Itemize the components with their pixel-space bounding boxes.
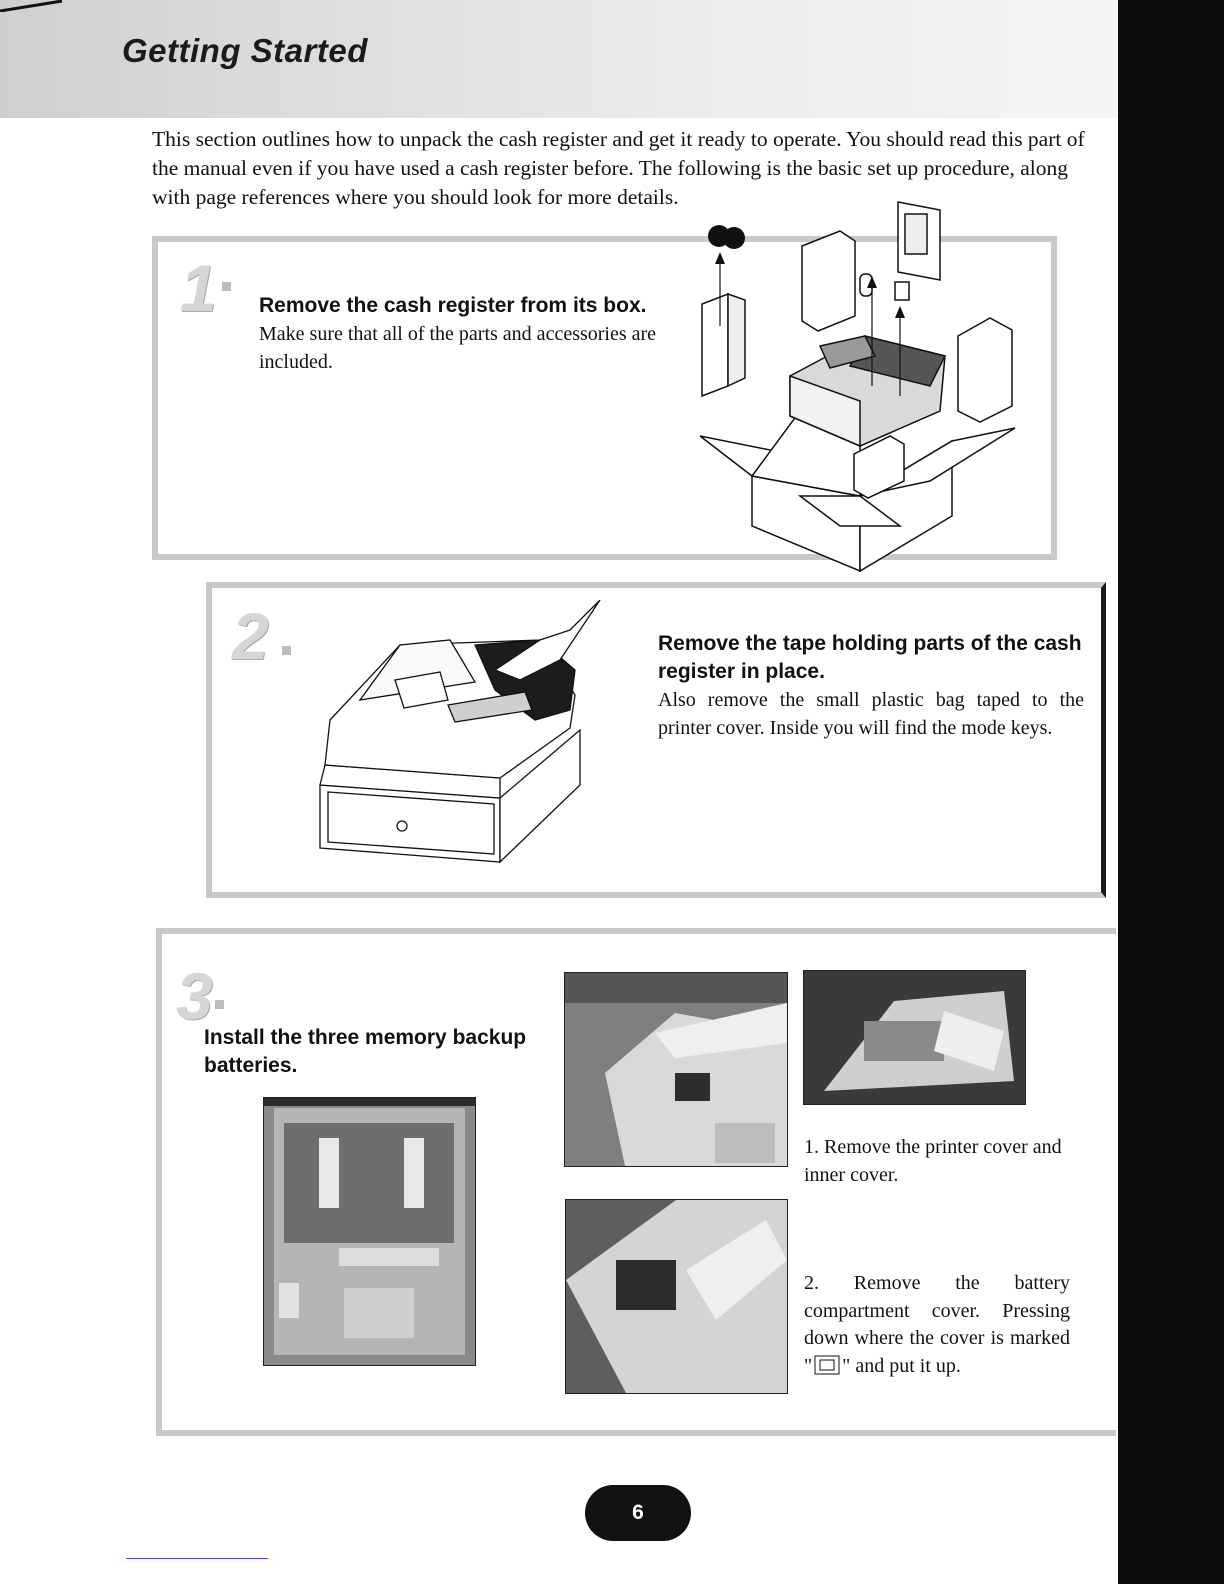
header-band xyxy=(0,0,1118,118)
intro-paragraph: This section outlines how to unpack the … xyxy=(152,127,1085,209)
cash-register-illustration xyxy=(319,600,601,864)
battery-cover-photo xyxy=(565,1199,788,1394)
caption-2: 2. Remove the battery compartment cover.… xyxy=(804,1270,1070,1380)
unpacking-illustration xyxy=(699,201,1016,573)
printer-cover-photo xyxy=(564,972,788,1167)
page-edge-shadow xyxy=(1118,0,1224,1584)
step-2-number: 2 xyxy=(232,599,269,673)
step-3-heading: Install the three memory backup batterie… xyxy=(204,1026,527,1077)
cover-mark-icon xyxy=(812,1354,842,1376)
step-2-heading: Remove the tape holding parts of the cas… xyxy=(658,632,1082,683)
caption-2-number: 2. xyxy=(804,1272,819,1294)
caption-2-text-after: " and put it up. xyxy=(842,1354,961,1377)
page-number: 6 xyxy=(585,1485,691,1541)
step-2-dot xyxy=(282,646,291,655)
step-3-number: 3 xyxy=(176,959,213,1033)
inner-cover-photo xyxy=(803,970,1026,1105)
header-corner-mark xyxy=(0,0,63,12)
step-1-dot xyxy=(222,282,231,291)
step-3-dot xyxy=(215,1000,224,1009)
step-1-heading: Remove the cash register from its box. xyxy=(259,294,647,317)
caption-2-text-before: Remove the battery compartment cover. Pr… xyxy=(804,1272,1070,1377)
caption-1-text: Remove the printer cover and inner cover… xyxy=(804,1136,1062,1186)
caption-1-number: 1. xyxy=(804,1136,819,1158)
step-2-body: Also remove the small plastic bag taped … xyxy=(658,689,1084,739)
battery-compartment-photo xyxy=(263,1097,476,1366)
footer-link-line xyxy=(126,1558,268,1559)
caption-1: 1. Remove the printer cover and inner co… xyxy=(804,1134,1094,1189)
step-1-number: 1 xyxy=(180,251,217,325)
step-1-body: Make sure that all of the parts and acce… xyxy=(259,323,657,373)
page-title: Getting Started xyxy=(122,32,368,69)
